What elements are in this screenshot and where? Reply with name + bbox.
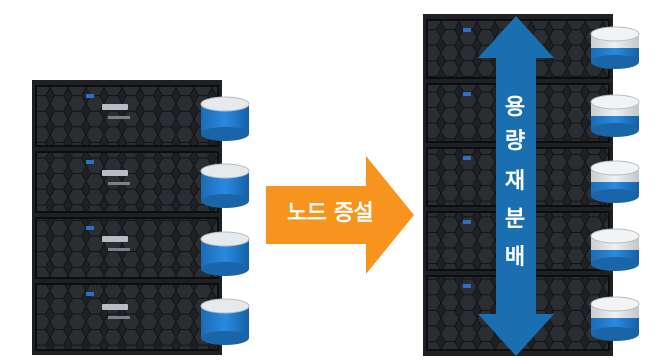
left-disk-1-icon <box>200 96 250 142</box>
left-disk-2-icon <box>200 163 250 209</box>
rebalance-char-4: 분 <box>504 207 526 232</box>
left-node-3 <box>35 217 219 279</box>
rebalance-char-2: 량 <box>504 129 526 154</box>
left-server-rack <box>32 80 222 355</box>
arrow-label: 노드 증설 <box>286 201 374 226</box>
right-disk-4-icon <box>590 228 640 272</box>
rebalance-char-3: 재 <box>504 169 526 194</box>
left-disk-3-icon <box>200 231 250 277</box>
right-disk-2-icon <box>590 94 640 138</box>
scale-out-arrow <box>266 156 416 274</box>
left-node-4 <box>35 283 219 351</box>
rebalance-char-1: 용 <box>504 95 526 120</box>
right-disk-3-icon <box>590 160 640 204</box>
rebalance-char-5: 배 <box>504 245 526 270</box>
left-disk-4-icon <box>200 298 250 346</box>
right-disk-1-icon <box>590 26 640 70</box>
left-node-2 <box>35 151 219 213</box>
left-node-1 <box>35 85 219 147</box>
rebalance-double-arrow <box>476 16 556 356</box>
right-disk-5-icon <box>590 296 640 342</box>
